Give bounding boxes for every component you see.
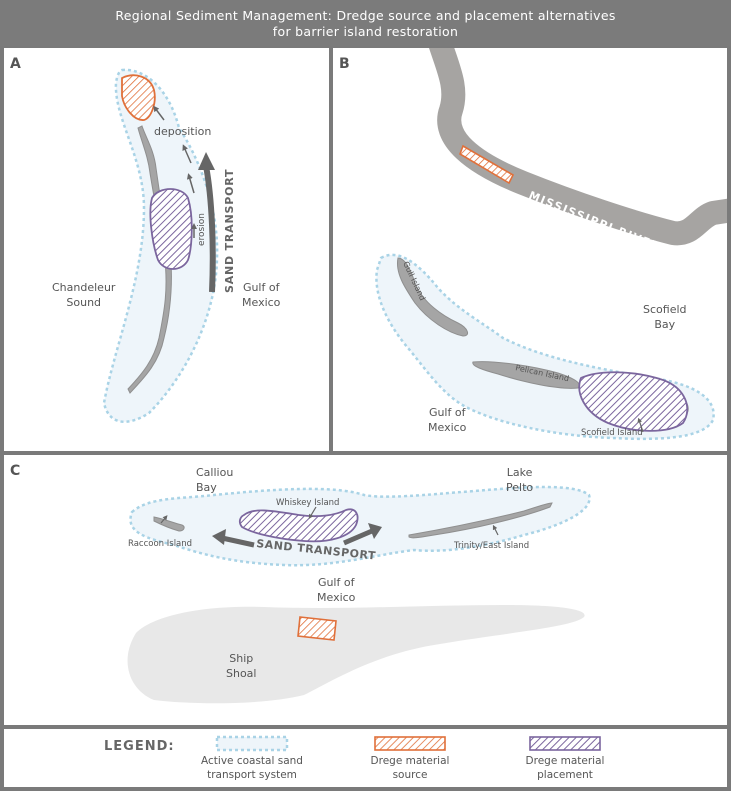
scofield-arrow (637, 417, 644, 433)
sand-transport-arrow-right (343, 528, 373, 546)
trinity-arrow (492, 524, 499, 536)
transport-arrow-1 (182, 144, 192, 164)
calliou-line-2: Bay (196, 481, 217, 494)
title-line-2: for barrier island restoration (272, 24, 459, 39)
transport-system-area-c (129, 485, 591, 567)
deposition-label: deposition (154, 125, 212, 138)
raccoon-arrow (160, 515, 168, 524)
title-line-1: Regional Sediment Management: Dredge sou… (115, 8, 616, 23)
ship-shoal-label: Ship Shoal (226, 651, 256, 681)
whiskey-arrow (308, 506, 317, 520)
trinity-east-island (408, 502, 553, 539)
legend-swatch-transport (215, 735, 289, 752)
sand-transport-label-a: SAND TRANSPORT (223, 169, 236, 293)
dredge-placement-a (149, 188, 193, 270)
gulf-of-mexico-label-b: Gulf of Mexico (428, 405, 466, 435)
sound-line-2: Sound (66, 296, 102, 309)
lake-pelto-label: Lake Pelto (506, 465, 533, 495)
erosion-label: erosion (197, 213, 207, 246)
panel-a: SAND TRANSPORT erosion A deposition Chan… (4, 48, 329, 451)
raccoon-island-label: Raccoon Island (128, 539, 193, 549)
legend-swatch-source (374, 736, 446, 751)
legend-transport-label: Active coastal sand transport system (194, 754, 310, 782)
deposition-arrow (153, 105, 165, 121)
ship-shoal (127, 605, 585, 704)
shoal-line-2: Shoal (226, 667, 257, 680)
dredge-placement-c (238, 508, 359, 543)
legend-source-label: Drege material source (354, 754, 466, 782)
calliou-line-1: Calliou (196, 466, 234, 479)
legend-source-line-2: source (392, 769, 428, 781)
panel-label-a: A (10, 56, 21, 72)
trinity-island-label: Trinity/East Island (454, 541, 530, 551)
legend-transport-line-2: transport system (207, 769, 297, 781)
gull-island (396, 257, 469, 337)
gulf-of-mexico-label-c: Gulf of Mexico (317, 575, 355, 605)
dredge-source-c (297, 616, 337, 641)
mississippi-river (429, 48, 727, 246)
sand-transport-arrow (203, 165, 216, 293)
raccoon-island (153, 516, 185, 532)
legend-placement-line-2: placement (537, 769, 593, 781)
gulf-b-line-2: Mexico (428, 421, 467, 434)
legend-placement-line-1: Drege material (525, 755, 605, 767)
whiskey-island-label: Whiskey Island (276, 498, 340, 508)
gulf-c-line-2: Mexico (317, 591, 356, 604)
panel-b: MISSISSIPPI RIVER Gull Island Pelican Is… (333, 48, 727, 451)
shoal-line-1: Ship (229, 652, 254, 665)
scofield-bay-label: Scofield Bay (643, 302, 687, 332)
bay-line-1: Scofield (643, 303, 687, 316)
gulf-line-1: Gulf of (242, 281, 280, 294)
legend-source-line-1: Drege material (370, 755, 450, 767)
legend-swatch-placement (529, 736, 601, 751)
legend-title: LEGEND: (104, 739, 175, 754)
panel-c: SAND TRANSPORT C Calliou Bay Lake Pelto … (4, 455, 727, 725)
gulf-c-line-1: Gulf of (317, 576, 355, 589)
pelican-island (472, 361, 580, 389)
sand-transport-arrow-left (221, 535, 255, 548)
chandeleur-sound-label: Chandeleur Sound (52, 280, 115, 310)
scofield-island-label: Scofield Island (581, 428, 643, 438)
calliou-bay-label: Calliou Bay (196, 465, 233, 495)
dredge-placement-b (578, 371, 689, 432)
sound-line-1: Chandeleur (52, 281, 116, 294)
gulf-of-mexico-label-a: Gulf of Mexico (242, 280, 280, 310)
transport-arrow-2 (186, 173, 195, 194)
dredge-source-a (121, 74, 156, 121)
lake-line-1: Lake (506, 466, 533, 479)
dredge-source-b (459, 144, 515, 185)
page-title: Regional Sediment Management: Dredge sou… (0, 0, 731, 46)
legend-placement-label: Drege material placement (509, 754, 621, 782)
gulf-line-2: Mexico (242, 296, 281, 309)
bay-line-2: Bay (654, 318, 676, 331)
gulf-b-line-1: Gulf of (428, 406, 466, 419)
legend: LEGEND: Active coastal sand transport sy… (4, 729, 727, 787)
lake-line-2: Pelto (506, 481, 534, 494)
panel-label-c: C (10, 463, 21, 479)
legend-transport-line-1: Active coastal sand (201, 755, 303, 767)
panel-label-b: B (339, 56, 350, 72)
